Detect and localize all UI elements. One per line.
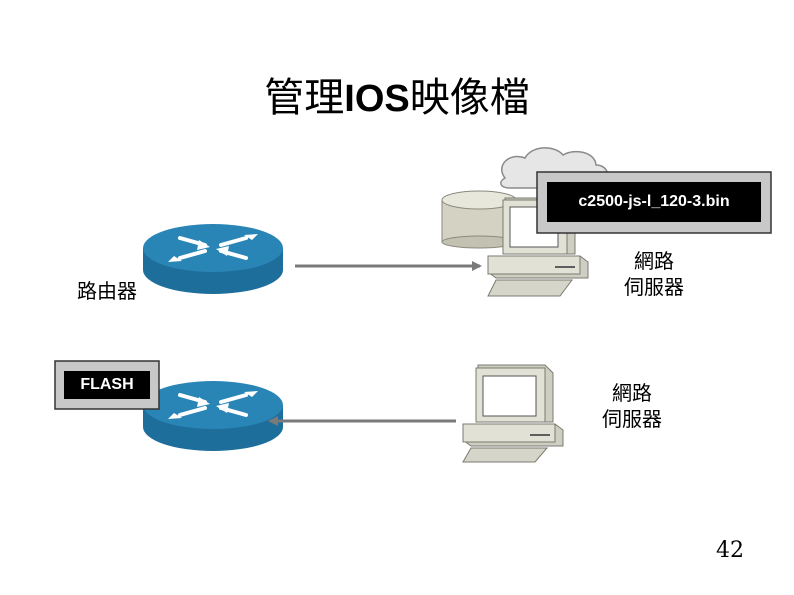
server-label-bottom: 網路 伺服器 (584, 380, 680, 432)
title-cjk-prefix: 管理 (264, 75, 345, 121)
server-pc-icon-bottom (462, 364, 564, 463)
page-number: 42 (716, 538, 744, 563)
title-cjk-suffix: 映像檔 (409, 75, 530, 121)
ios-image-filename: c2500-js-l_120-3.bin (578, 193, 730, 210)
server-label-bottom-line2: 伺服器 (602, 407, 662, 431)
router-icon-bottom (143, 381, 283, 451)
server-label-top: 網路 伺服器 (606, 248, 702, 300)
router-label: 路由器 (77, 279, 137, 303)
page-title: 管理IOS映像檔 (0, 72, 794, 125)
router-icon-top (143, 224, 283, 294)
flash-chip: FLASH (64, 371, 150, 399)
server-label-bottom-line1: 網路 (612, 381, 652, 405)
server-label-top-line2: 伺服器 (624, 275, 684, 299)
ios-image-file-chip: c2500-js-l_120-3.bin (547, 182, 761, 222)
title-ios: IOS (344, 78, 410, 120)
server-label-top-line1: 網路 (634, 249, 674, 273)
flash-label: FLASH (80, 376, 134, 393)
